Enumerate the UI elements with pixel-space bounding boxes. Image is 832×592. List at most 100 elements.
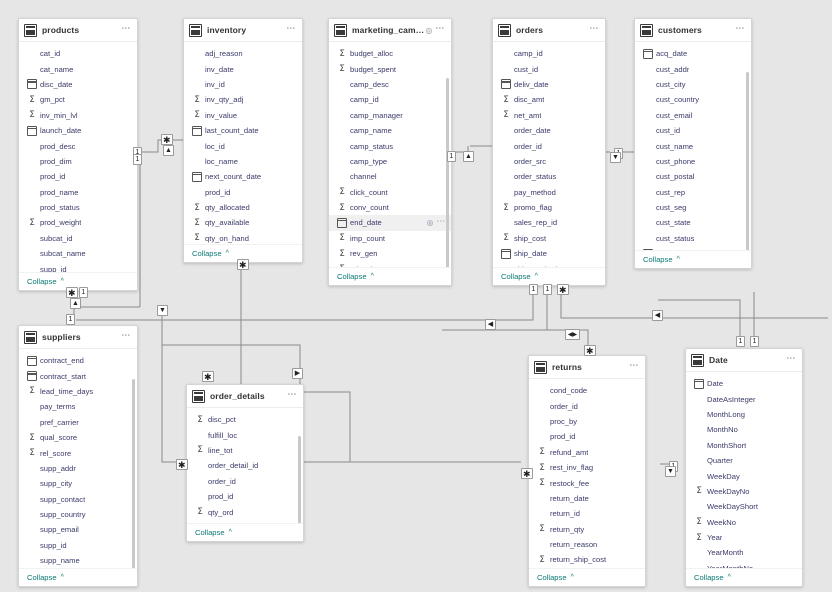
- field-row[interactable]: cust_id: [493, 61, 605, 76]
- field-row[interactable]: pay_method: [493, 185, 605, 200]
- table-card-marketing_campaign[interactable]: marketing_campaig...◎⋯Σbudget_allocΣbudg…: [328, 18, 452, 286]
- filter-direction-arrow-icon[interactable]: ▲: [163, 145, 174, 156]
- field-row[interactable]: order_date: [493, 123, 605, 138]
- field-row[interactable]: supp_city: [19, 476, 137, 491]
- field-row[interactable]: supp_id: [19, 261, 137, 272]
- field-row[interactable]: supp_addr: [19, 461, 137, 476]
- field-row[interactable]: cust_phone: [635, 154, 751, 169]
- filter-direction-arrow-icon[interactable]: ▲: [463, 151, 474, 162]
- field-row[interactable]: inv_id: [184, 77, 302, 92]
- field-row[interactable]: disc_date: [19, 77, 137, 92]
- field-row[interactable]: sales_rep_id: [493, 215, 605, 230]
- field-list-scrollbar[interactable]: [746, 72, 749, 250]
- field-row[interactable]: prod_desc: [19, 138, 137, 153]
- cardinality-badge[interactable]: ✱: [66, 287, 78, 298]
- field-row[interactable]: Date: [686, 376, 802, 391]
- table-header[interactable]: products⋯: [19, 19, 137, 42]
- filter-direction-arrow-icon[interactable]: ▼: [665, 466, 676, 477]
- field-row[interactable]: Quarter: [686, 453, 802, 468]
- field-row[interactable]: DateAsInteger: [686, 391, 802, 406]
- table-menu-icon[interactable]: ⋯: [735, 23, 745, 33]
- field-row[interactable]: next_count_date: [184, 169, 302, 184]
- field-list-scrollbar[interactable]: [132, 379, 135, 568]
- table-header[interactable]: suppliers⋯: [19, 326, 137, 349]
- collapse-button[interactable]: Collapse^: [635, 250, 751, 268]
- cardinality-badge[interactable]: ✱: [202, 371, 214, 382]
- field-row[interactable]: MonthNo: [686, 422, 802, 437]
- collapse-button[interactable]: Collapse^: [19, 272, 137, 290]
- collapse-button[interactable]: Collapse^: [329, 267, 451, 285]
- field-row[interactable]: last_count_date: [184, 123, 302, 138]
- field-row[interactable]: proc_by: [529, 414, 645, 429]
- cardinality-badge[interactable]: 1: [66, 314, 75, 325]
- field-row[interactable]: prod_dim: [19, 154, 137, 169]
- filter-direction-arrow-icon[interactable]: ◀: [652, 310, 663, 321]
- field-row[interactable]: order_src: [493, 154, 605, 169]
- collapse-button[interactable]: Collapse^: [187, 523, 303, 541]
- cardinality-badge[interactable]: ✱: [584, 345, 596, 356]
- field-row[interactable]: cat_id: [19, 46, 137, 61]
- cardinality-badge[interactable]: 1: [736, 336, 745, 347]
- field-row[interactable]: ship_date: [493, 246, 605, 261]
- field-row[interactable]: order_id: [187, 474, 303, 489]
- field-row[interactable]: deliv_date: [493, 77, 605, 92]
- table-menu-icon[interactable]: ⋯: [121, 330, 131, 340]
- field-row[interactable]: launch_date: [19, 123, 137, 138]
- field-row[interactable]: prod_id: [184, 185, 302, 200]
- cardinality-badge[interactable]: 1: [447, 151, 456, 162]
- table-header[interactable]: Date⋯: [686, 349, 802, 372]
- field-row[interactable]: cust_city: [635, 77, 751, 92]
- collapse-button[interactable]: Collapse^: [184, 244, 302, 262]
- field-row-actions[interactable]: ◎⋯: [427, 216, 446, 227]
- field-row[interactable]: cust_state: [635, 215, 751, 230]
- collapse-button[interactable]: Collapse^: [686, 568, 802, 586]
- field-row[interactable]: MonthShort: [686, 438, 802, 453]
- filter-direction-arrow-icon[interactable]: ◀▶: [565, 329, 580, 340]
- cardinality-badge[interactable]: 1: [543, 284, 552, 295]
- field-row[interactable]: supp_contact: [19, 492, 137, 507]
- field-row[interactable]: cust_status: [635, 231, 751, 246]
- field-row[interactable]: camp_id: [329, 92, 451, 107]
- field-row[interactable]: prod_status: [19, 200, 137, 215]
- field-row[interactable]: cat_name: [19, 61, 137, 76]
- field-row[interactable]: loc_id: [184, 138, 302, 153]
- field-row[interactable]: end_date◎⋯: [329, 215, 451, 231]
- field-row[interactable]: camp_desc: [329, 77, 451, 92]
- field-row[interactable]: subcat_name: [19, 246, 137, 261]
- field-row[interactable]: supp_id: [19, 538, 137, 553]
- field-row[interactable]: return_reason: [529, 537, 645, 552]
- field-row[interactable]: contract_start: [19, 368, 137, 383]
- cardinality-badge[interactable]: 1: [133, 154, 142, 165]
- table-menu-icon[interactable]: ⋯: [435, 23, 445, 33]
- field-row[interactable]: order_id: [529, 398, 645, 413]
- field-row[interactable]: cust_rep: [635, 185, 751, 200]
- hidden-eye-icon[interactable]: ◎: [425, 25, 433, 35]
- field-row[interactable]: acq_date: [635, 46, 751, 61]
- field-row[interactable]: cust_seg: [635, 200, 751, 215]
- table-header[interactable]: returns⋯: [529, 356, 645, 379]
